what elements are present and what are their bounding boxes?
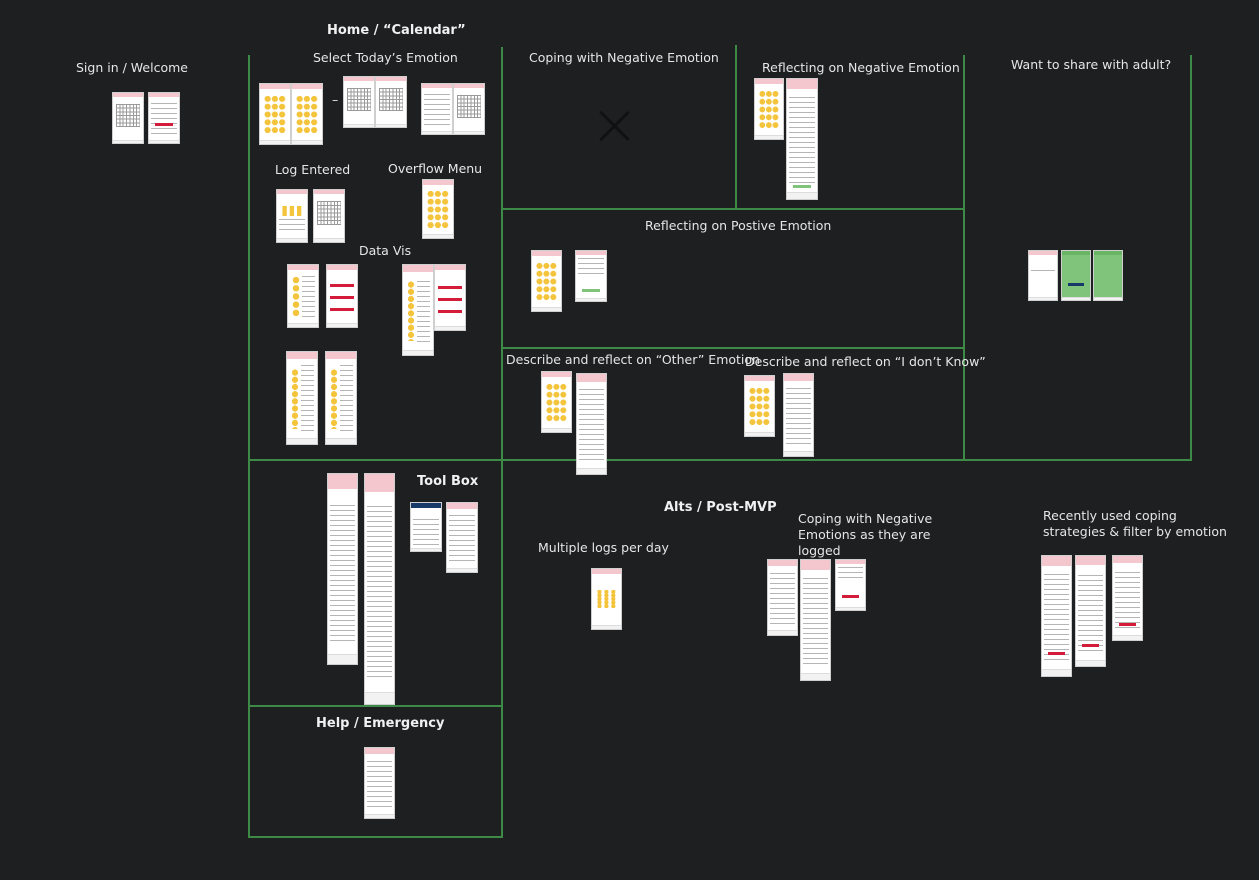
frame-bottom-line [248, 836, 503, 838]
datavis-screen[interactable] [326, 352, 356, 444]
label-tool-box: Tool Box [417, 474, 479, 489]
label-home-calendar: Home / “Calendar” [327, 23, 466, 38]
recent-coping-screen[interactable] [1076, 556, 1105, 666]
reflect-negative-list-screen[interactable] [787, 79, 817, 199]
calendar-screen[interactable] [344, 77, 374, 127]
frame-hline-348 [501, 347, 965, 349]
label-overflow-menu: Overflow Menu [388, 161, 483, 176]
calendar-screen[interactable] [376, 77, 406, 127]
toolbox-article-screen[interactable] [447, 503, 477, 572]
label-reflecting-negative: Reflecting on Negative Emotion [762, 60, 960, 75]
reflect-positive-form-screen[interactable] [576, 251, 606, 301]
frame-hline-209 [501, 208, 965, 210]
frame-col3-line [735, 45, 737, 210]
label-want-share: Want to share with adult? [1011, 57, 1172, 72]
label-recently-used: Recently used coping strategies & filter… [1043, 508, 1227, 539]
datavis-bars-screen[interactable] [327, 265, 357, 327]
reflect-negative-screen[interactable] [755, 79, 783, 139]
frame-col2-line [501, 47, 503, 838]
datavis-screen[interactable] [288, 265, 318, 327]
label-dash: – [332, 92, 339, 107]
dontknow-screen[interactable] [745, 376, 774, 436]
frame-right-line [1190, 55, 1192, 460]
label-help-emergency: Help / Emergency [316, 716, 445, 731]
recent-coping-screen[interactable] [1113, 556, 1142, 640]
help-emergency-screen[interactable] [365, 748, 394, 818]
multiple-logs-screen[interactable] [592, 569, 621, 629]
overflow-menu-screen[interactable] [423, 180, 453, 238]
dontknow-form-screen[interactable] [784, 374, 813, 456]
share-no-screen[interactable] [1094, 251, 1122, 300]
label-coping-logged: Coping with Negative Emotions as they ar… [798, 511, 933, 558]
label-describe-dontknow: Describe and reflect on “I don’t Know” [745, 354, 986, 369]
coping-logged-screen[interactable] [801, 560, 830, 680]
frame-left-line [248, 55, 250, 838]
emotion-detail-screen[interactable] [422, 84, 452, 134]
other-emotion-form-screen[interactable] [577, 374, 606, 474]
emotion-screen[interactable] [260, 84, 290, 144]
log-entered-screen[interactable] [277, 190, 307, 242]
coping-logged-screen[interactable] [768, 560, 797, 635]
toolbox-screen[interactable] [365, 474, 394, 704]
frame-col4-line [963, 55, 965, 460]
label-data-vis: Data Vis [359, 243, 412, 258]
label-log-entered: Log Entered [275, 162, 351, 177]
share-prompt-screen[interactable] [1029, 251, 1057, 300]
label-select-emotion: Select Today’s Emotion [313, 50, 458, 65]
label-reflecting-positive: Reflecting on Postive Emotion [645, 218, 832, 233]
emotion-screen[interactable] [292, 84, 322, 144]
toolbox-detail-screen[interactable] [411, 503, 441, 551]
calendar-screen[interactable] [454, 84, 484, 134]
datavis-screen[interactable] [403, 265, 433, 355]
reflect-positive-screen[interactable] [532, 251, 561, 311]
datavis-screen[interactable] [287, 352, 317, 444]
datavis-bars-screen[interactable] [435, 265, 465, 330]
welcome-screen[interactable] [149, 93, 179, 143]
toolbox-screen[interactable] [328, 474, 357, 664]
label-describe-other: Describe and reflect on “Other” Emotion [506, 352, 760, 367]
label-multiple-logs: Multiple logs per day [538, 540, 669, 555]
signin-screen[interactable] [113, 93, 143, 143]
coping-logged-screen[interactable] [836, 560, 865, 610]
label-coping-negative: Coping with Negative Emotion [529, 50, 719, 65]
label-signin: Sign in / Welcome [76, 60, 188, 75]
frame-hline-460 [248, 459, 1192, 461]
frame-hline-706 [248, 705, 503, 707]
log-calendar-screen[interactable] [314, 190, 344, 242]
label-alts-post-mvp: Alts / Post-MVP [664, 500, 777, 515]
close-icon [598, 110, 630, 142]
other-emotion-screen[interactable] [542, 372, 571, 432]
recent-coping-screen[interactable] [1042, 556, 1071, 676]
share-yes-screen[interactable] [1062, 251, 1090, 300]
